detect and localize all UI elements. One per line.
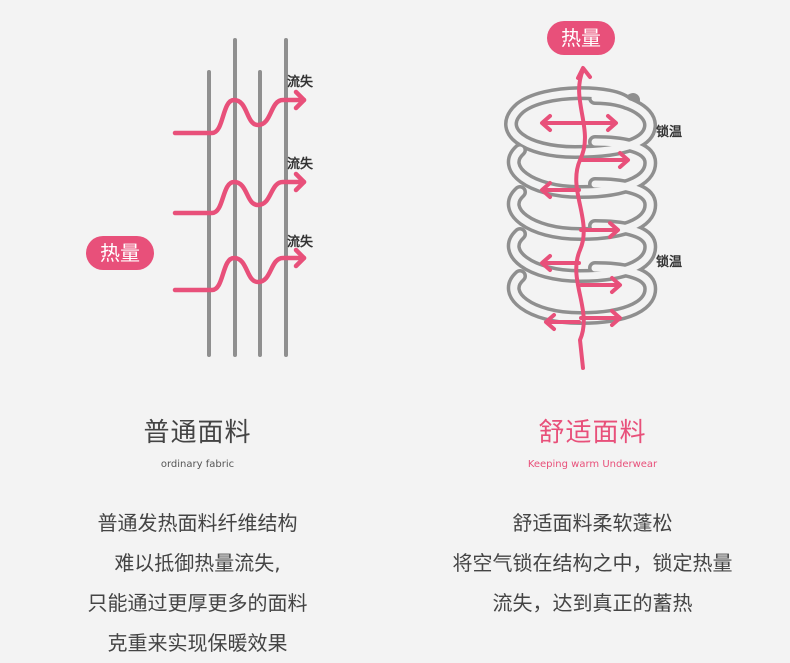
heat-loss-label: 流失 — [287, 75, 314, 90]
comfort-fabric-panel: 热量 锁温 锁温 舒适面料 Keeping warm Underwear 舒适面… — [395, 0, 790, 663]
heat-path — [540, 66, 630, 370]
ordinary-fabric-description: 普通发热面料纤维结构 难以抵御热量流失, 只能通过更厚更多的面料 克重来实现保暖… — [0, 503, 395, 663]
description-line: 只能通过更厚更多的面料 — [87, 591, 308, 615]
heat-flow-arrows — [172, 89, 307, 293]
heat-lock-label: 锁温 — [656, 125, 683, 140]
comfort-fabric-description: 舒适面料柔软蓬松 将空气锁在结构之中，锁定热量 流失，达到真正的蓄热 — [395, 503, 790, 623]
description-line: 流失，达到真正的蓄热 — [492, 591, 693, 615]
heat-loss-label: 流失 — [287, 157, 314, 172]
ordinary-fabric-panel: 热量 流失 流失 流失 普通面料 ordinary fabric 普通发热面料纤… — [0, 38, 395, 663]
ordinary-fabric-subtitle: ordinary fabric — [160, 459, 235, 470]
ordinary-fabric-title: 普通面料 — [143, 418, 252, 448]
heat-badge: 热量 — [86, 236, 154, 270]
comfort-fabric-diagram — [504, 66, 658, 370]
heat-lock-label: 锁温 — [656, 255, 683, 270]
description-line: 将空气锁在结构之中，锁定热量 — [452, 551, 733, 575]
comfort-fabric-title: 舒适面料 — [538, 418, 647, 448]
description-line: 难以抵御热量流失, — [114, 551, 281, 575]
description-line: 克重来实现保暖效果 — [107, 631, 288, 655]
ordinary-fabric-diagram — [172, 38, 307, 357]
heat-loss-label: 流失 — [287, 235, 314, 250]
comfort-fabric-subtitle: Keeping warm Underwear — [527, 459, 658, 470]
description-line: 舒适面料柔软蓬松 — [512, 511, 673, 535]
heat-badge: 热量 — [547, 21, 615, 55]
spiral-highlight — [507, 89, 654, 322]
description-line: 普通发热面料纤维结构 — [97, 511, 298, 535]
